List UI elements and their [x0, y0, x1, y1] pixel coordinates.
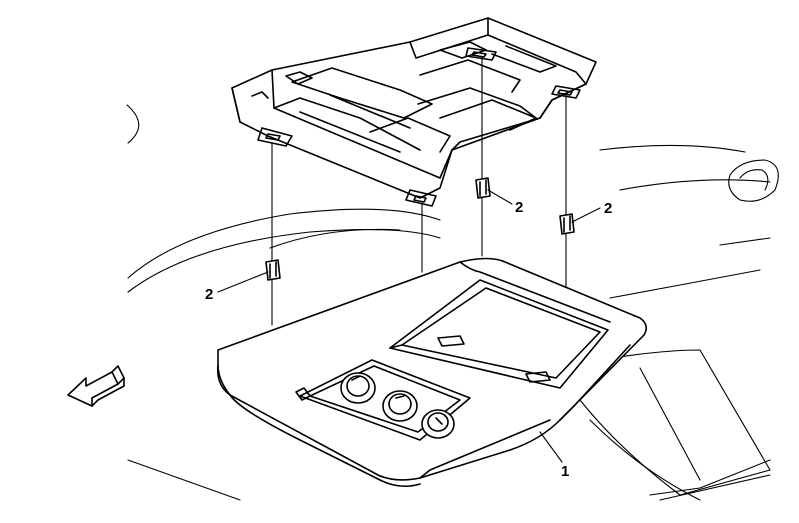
control-knob-right	[421, 409, 455, 439]
retaining-clip-right	[559, 213, 575, 235]
control-knob-center	[382, 390, 418, 422]
callout-clip-right: 2	[604, 200, 612, 217]
leader-lines	[217, 189, 601, 463]
control-knob-left	[340, 372, 376, 404]
overhead-console	[216, 257, 648, 488]
retaining-clip-left	[265, 259, 281, 281]
callout-clip-center: 2	[515, 199, 523, 216]
callout-clip-left: 2	[205, 286, 213, 303]
retaining-clip-center	[475, 177, 491, 199]
front-arrow-icon	[67, 365, 125, 407]
alignment-lines	[271, 57, 567, 326]
mounting-bracket	[231, 17, 597, 207]
callout-console: 1	[561, 463, 569, 480]
